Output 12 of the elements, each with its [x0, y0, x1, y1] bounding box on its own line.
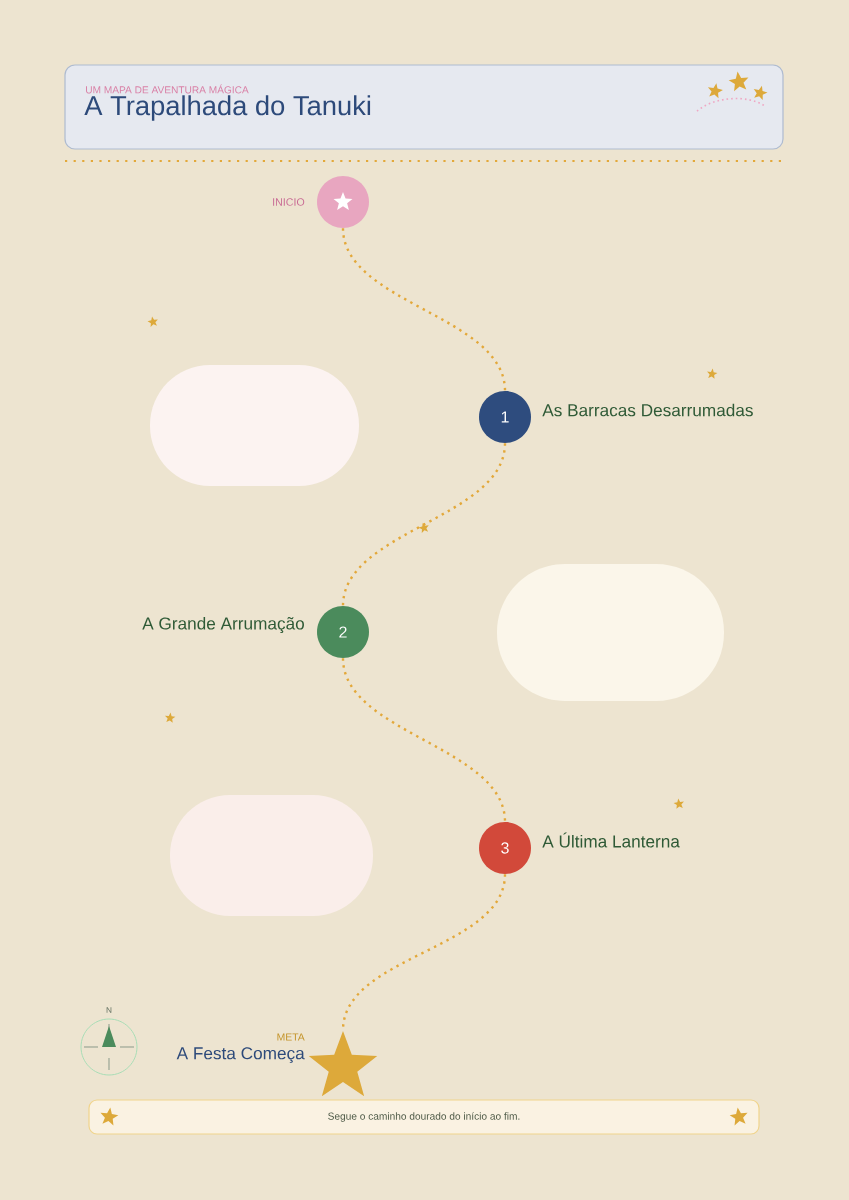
compass-letter: N [106, 1007, 112, 1013]
subtitle: UM MAPA DE AVENTURA MÁGICA [86, 84, 249, 94]
goal-tag: META [277, 1033, 305, 1041]
start-label: INICIO [273, 198, 305, 206]
stop-label: A Última Lanterna [542, 832, 680, 848]
start-circle [317, 176, 369, 228]
goal-label: A Festa Começa [176, 1047, 305, 1063]
stop-label: As Barracas Desarrumadas [542, 403, 753, 417]
title: A Trapalhada do Tanuki [84, 95, 371, 121]
stop-label: A Grande Arrumação [142, 616, 304, 634]
note-box: Segue o caminho dourado do início ao fim. [88, 1099, 760, 1135]
goal-star [308, 1031, 378, 1097]
